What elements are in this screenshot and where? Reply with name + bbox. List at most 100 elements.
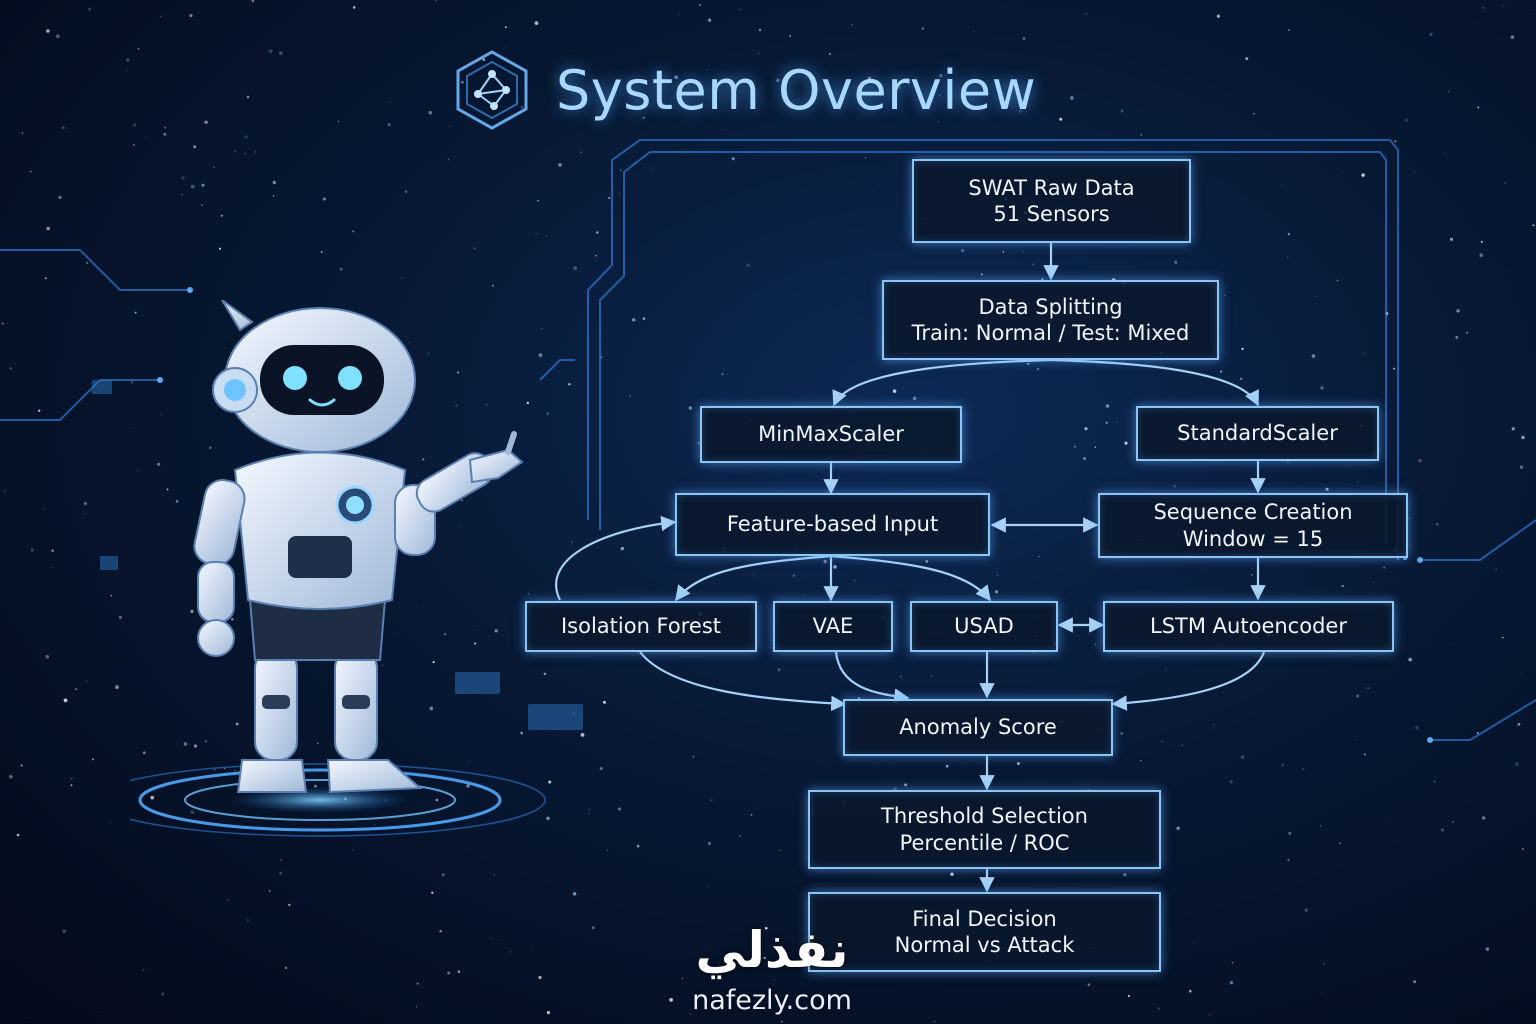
star-dot xyxy=(632,318,636,322)
star-dot xyxy=(228,899,229,901)
star-dot xyxy=(1325,487,1329,491)
star-dot xyxy=(823,995,825,997)
star-dot xyxy=(244,152,247,155)
star-dot xyxy=(669,998,673,1002)
star-dot xyxy=(1503,4,1505,6)
star-dot xyxy=(1212,724,1215,726)
star-dot xyxy=(1533,14,1535,15)
watermark-arabic: نفذلي xyxy=(695,921,849,979)
star-dot xyxy=(1004,7,1006,9)
star-dot xyxy=(568,383,571,386)
star-dot xyxy=(1288,832,1292,835)
star-dot xyxy=(538,975,542,980)
star-dot xyxy=(1391,819,1393,821)
star-dot xyxy=(1087,602,1088,604)
star-dot xyxy=(1018,109,1023,114)
star-dot xyxy=(500,939,502,941)
star-dot xyxy=(1174,260,1178,264)
star-dot xyxy=(582,91,586,94)
network-hexagon-icon xyxy=(456,50,528,130)
star-dot xyxy=(374,824,376,826)
star-dot xyxy=(710,799,713,802)
star-dot xyxy=(1510,35,1515,39)
star-dot xyxy=(838,476,841,478)
star-dot xyxy=(218,247,222,250)
star-dot xyxy=(132,144,135,146)
star-dot xyxy=(591,926,595,930)
star-dot xyxy=(137,469,139,471)
star-dot xyxy=(404,190,408,193)
star-dot xyxy=(1220,370,1223,373)
star-dot xyxy=(1476,732,1479,734)
star-dot xyxy=(1361,173,1365,177)
star-dot xyxy=(823,559,827,564)
star-dot xyxy=(455,404,458,407)
star-dot xyxy=(752,573,754,575)
star-dot xyxy=(620,546,624,551)
star-dot xyxy=(352,6,356,9)
star-dot xyxy=(703,949,705,950)
node-isolation-forest: Isolation Forest xyxy=(525,601,757,652)
star-dot xyxy=(1084,427,1088,431)
star-dot xyxy=(422,458,425,461)
star-dot xyxy=(1532,224,1535,227)
star-dot xyxy=(427,352,430,354)
star-dot xyxy=(1356,694,1360,698)
star-dot xyxy=(193,145,197,149)
star-dot xyxy=(58,195,62,200)
star-dot xyxy=(46,29,50,33)
star-dot xyxy=(1287,858,1290,861)
star-dot xyxy=(850,23,853,26)
star-dot xyxy=(1127,994,1131,998)
star-dot xyxy=(740,9,742,11)
star-dot xyxy=(504,26,507,29)
star-dot xyxy=(1165,667,1167,670)
star-dot xyxy=(213,768,216,771)
star-dot xyxy=(1408,657,1413,662)
star-dot xyxy=(1504,181,1507,184)
star-dot xyxy=(1120,732,1123,735)
star-dot xyxy=(1240,755,1245,759)
star-dot xyxy=(284,966,288,970)
node-final-decision: Final Decision Normal vs Attack xyxy=(808,892,1161,972)
node-usad: USAD xyxy=(910,601,1058,652)
star-dot xyxy=(208,446,212,450)
star-dot xyxy=(1222,752,1223,754)
node-data-splitting-subtitle: Train: Normal / Test: Mixed xyxy=(911,321,1190,345)
node-lstm-autoencoder: LSTM Autoencoder xyxy=(1103,601,1394,652)
star-dot xyxy=(1176,826,1180,830)
star-dot xyxy=(234,150,237,153)
star-dot xyxy=(603,700,606,704)
star-dot xyxy=(527,592,530,595)
star-dot xyxy=(747,469,749,470)
star-dot xyxy=(828,52,832,55)
node-data-splitting-title: Data Splitting xyxy=(978,294,1123,319)
star-dot xyxy=(539,358,541,359)
star-dot xyxy=(606,849,608,851)
star-dot xyxy=(204,740,208,743)
star-dot xyxy=(1440,828,1445,832)
star-dot xyxy=(1286,82,1287,84)
star-dot xyxy=(201,183,205,187)
watermark: نفذلي nafezly.com xyxy=(672,925,872,1016)
star-dot xyxy=(973,31,974,33)
star-dot xyxy=(268,890,271,892)
star-dot xyxy=(44,277,47,280)
star-dot xyxy=(1321,993,1323,995)
star-dot xyxy=(1240,377,1243,380)
star-dot xyxy=(457,371,460,374)
star-dot xyxy=(1286,460,1289,463)
star-dot xyxy=(164,126,167,129)
star-dot xyxy=(213,166,215,168)
star-dot xyxy=(201,204,203,207)
star-dot xyxy=(126,69,128,71)
node-data-splitting: Data Splitting Train: Normal / Test: Mix… xyxy=(882,280,1219,360)
star-dot xyxy=(800,228,802,230)
star-dot xyxy=(1181,744,1183,747)
star-dot xyxy=(1320,825,1322,827)
star-dot xyxy=(83,501,87,506)
star-dot xyxy=(1027,362,1030,365)
star-dot xyxy=(439,929,442,933)
star-dot xyxy=(133,123,137,127)
star-dot xyxy=(181,176,185,180)
